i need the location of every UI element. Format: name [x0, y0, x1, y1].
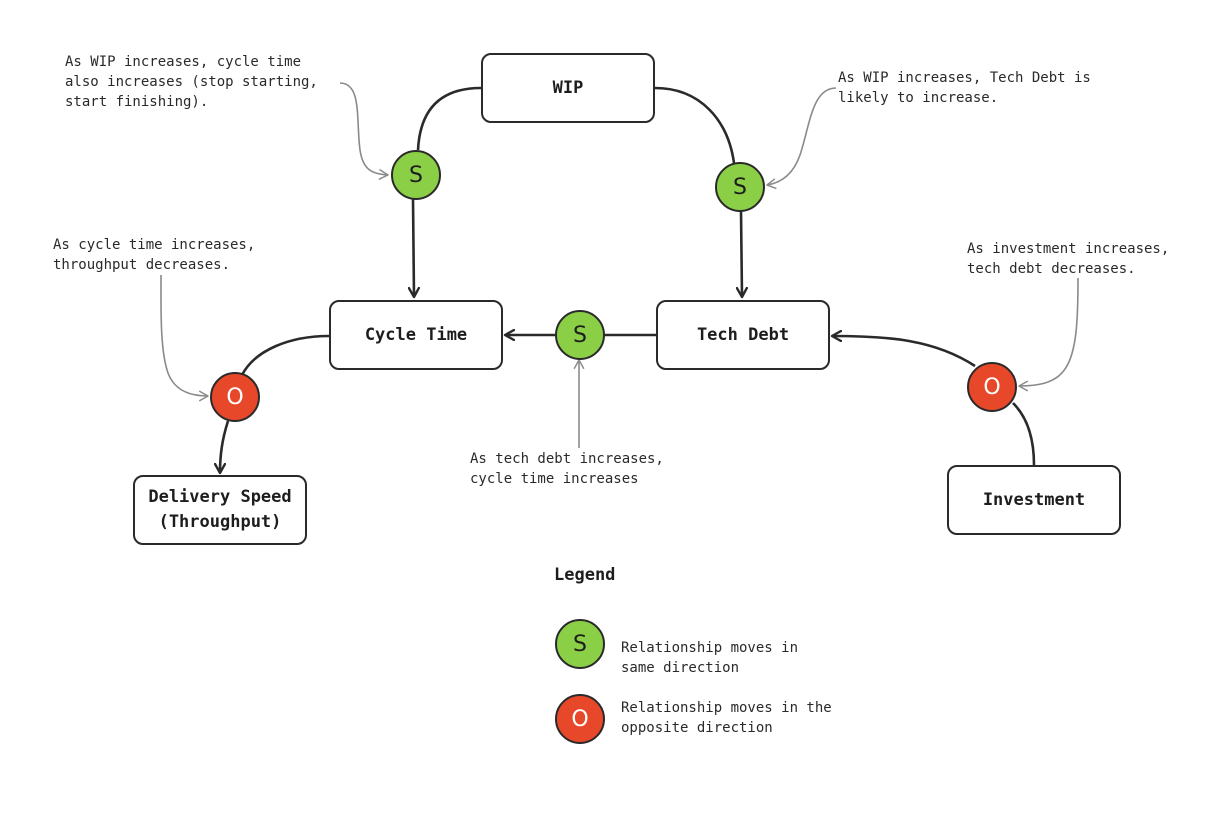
node-investment: Investment [947, 465, 1121, 535]
badge-same-wip-cycle: S [391, 150, 441, 200]
link-cycle-to-throughput-upper [240, 334, 330, 376]
link-wip-to-cycle-upper [416, 86, 482, 151]
legend-same-text: Relationship moves in same direction [621, 640, 799, 676]
badge-same-wip-debt: S [715, 162, 765, 212]
annotation-wip-debt: As WIP increases, Tech Debt is likely to… [838, 70, 1091, 106]
pointer-wip-cycle [339, 82, 389, 180]
legend-same-badge: S [555, 619, 605, 669]
legend-title: Legend [554, 565, 616, 585]
node-delivery-speed: Delivery Speed (Throughput) [133, 475, 307, 545]
pointer-cycle-throughput [160, 274, 209, 402]
link-investment-to-debt-lower [1012, 402, 1036, 466]
link-investment-to-debt-upper [832, 336, 976, 368]
badge-same-debt-cycle: S [555, 310, 605, 360]
badge-opposite-cycle-throughput: O [210, 372, 260, 422]
annotation-investment-debt: As investment increases, tech debt decre… [967, 241, 1170, 277]
node-cycle-time: Cycle Time [329, 300, 503, 370]
link-wip-to-debt-lower [741, 210, 742, 297]
link-wip-to-cycle-lower [413, 198, 414, 297]
annotation-debt-cycle: As tech debt increases, cycle time incre… [470, 451, 664, 487]
link-cycle-to-throughput-lower [220, 420, 230, 473]
node-wip: WIP [481, 53, 655, 123]
pointer-investment-debt [1018, 277, 1079, 392]
link-wip-to-debt-upper [654, 86, 736, 164]
node-tech-debt: Tech Debt [656, 300, 830, 370]
pointer-wip-debt [766, 87, 837, 190]
annotation-cycle-throughput: As cycle time increases, throughput decr… [53, 237, 256, 273]
legend-opposite-badge: O [555, 694, 605, 744]
legend-opposite-text: Relationship moves in the opposite direc… [621, 700, 832, 736]
badge-opposite-investment-debt: O [967, 362, 1017, 412]
annotation-wip-cycle: As WIP increases, cycle time also increa… [65, 54, 318, 110]
